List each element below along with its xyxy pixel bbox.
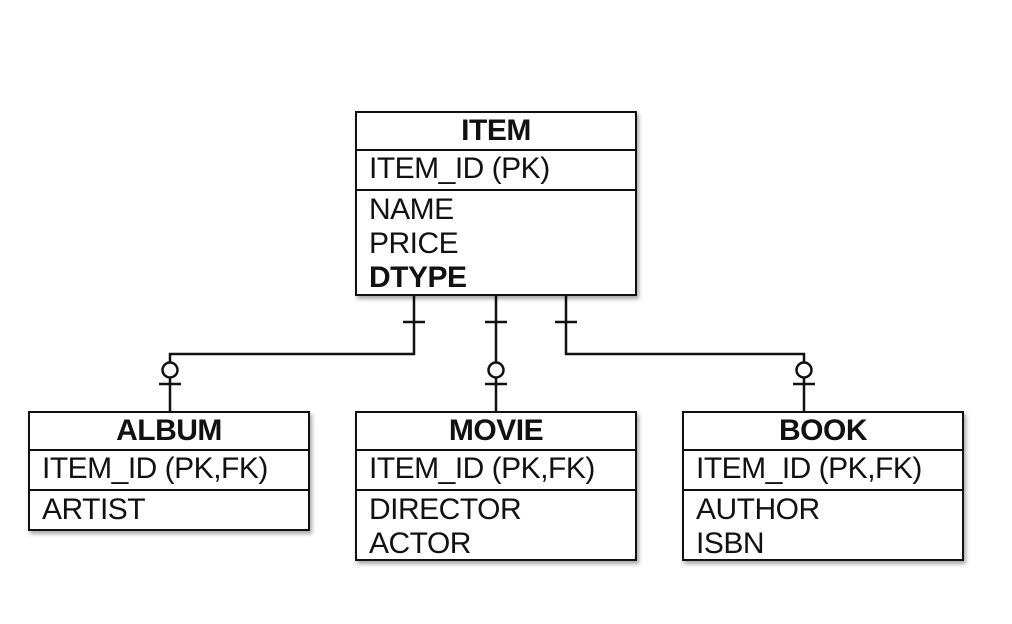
attribute-author: AUTHOR xyxy=(696,493,820,526)
attribute-artist: ARTIST xyxy=(42,493,146,526)
attribute-dtype: DTYPE xyxy=(369,261,467,294)
attribute-list: DIRECTOR ACTOR xyxy=(357,491,635,561)
attribute-actor: ACTOR xyxy=(369,527,471,560)
primary-key-field: ITEM_ID (PK,FK) xyxy=(684,451,962,491)
entity-album: ALBUM ITEM_ID (PK,FK) ARTIST xyxy=(28,411,310,531)
zero-circle-movie xyxy=(487,361,505,379)
connector-item-album xyxy=(168,296,416,412)
primary-key-field: ITEM_ID (PK,FK) xyxy=(30,451,308,491)
attribute-list: NAME PRICE DTYPE xyxy=(357,191,635,295)
entity-item: ITEM ITEM_ID (PK) NAME PRICE DTYPE xyxy=(355,111,637,296)
attribute-name: NAME xyxy=(369,193,454,226)
attribute-list: ARTIST xyxy=(30,491,308,527)
zero-circle-album xyxy=(161,361,179,379)
zero-circle-book xyxy=(795,361,813,379)
primary-key-field: ITEM_ID (PK) xyxy=(357,151,635,191)
entity-title: ITEM xyxy=(357,113,635,151)
connector-item-book xyxy=(564,296,806,412)
entity-title: MOVIE xyxy=(357,413,635,451)
attribute-price: PRICE xyxy=(369,227,459,260)
entity-title: BOOK xyxy=(684,413,962,451)
entity-movie: MOVIE ITEM_ID (PK,FK) DIRECTOR ACTOR xyxy=(355,411,637,561)
attribute-director: DIRECTOR xyxy=(369,493,522,526)
primary-key-field: ITEM_ID (PK,FK) xyxy=(357,451,635,491)
attribute-isbn: ISBN xyxy=(696,527,765,560)
attribute-list: AUTHOR ISBN xyxy=(684,491,962,561)
entity-book: BOOK ITEM_ID (PK,FK) AUTHOR ISBN xyxy=(682,411,964,561)
entity-title: ALBUM xyxy=(30,413,308,451)
